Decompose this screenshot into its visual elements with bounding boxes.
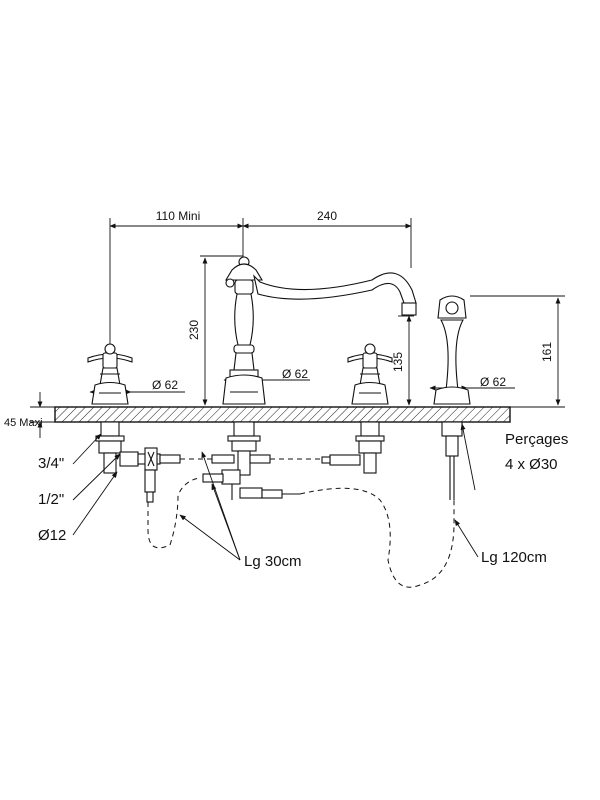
dim-deck-max: 45 Maxi xyxy=(4,417,43,429)
dim-base-diam-2: Ø 62 xyxy=(282,367,308,381)
dim-shower-height: 161 xyxy=(540,342,554,362)
callout-pipe-diam: Ø12 xyxy=(38,527,66,544)
dim-handle-height: 135 xyxy=(391,352,405,372)
callout-hose-long: Lg 120cm xyxy=(481,549,547,566)
right-handle-valve xyxy=(347,343,393,474)
dim-spout-height: 230 xyxy=(187,320,201,340)
callout-holes-label: Perçages xyxy=(505,431,568,448)
pipework xyxy=(119,447,361,503)
dimension-lines xyxy=(30,218,565,438)
callout-holes-value: 4 x Ø30 xyxy=(505,456,558,473)
callout-thread-large: 3/4" xyxy=(38,455,64,472)
dim-base-diam-1: Ø 62 xyxy=(152,378,178,392)
left-handle-valve xyxy=(87,343,133,474)
dim-base-diam-3: Ø 62 xyxy=(480,375,506,389)
callout-hose-short: Lg 30cm xyxy=(244,553,302,570)
flexible-hoses xyxy=(147,458,455,588)
callout-thread-small: 1/2" xyxy=(38,491,64,508)
leader-lines xyxy=(72,423,479,561)
hand-shower xyxy=(433,295,471,500)
dim-spacing-right: 240 xyxy=(317,209,337,223)
center-spout xyxy=(222,256,417,476)
dim-spacing-left: 110 Mini xyxy=(156,209,200,223)
countertop xyxy=(54,406,511,423)
